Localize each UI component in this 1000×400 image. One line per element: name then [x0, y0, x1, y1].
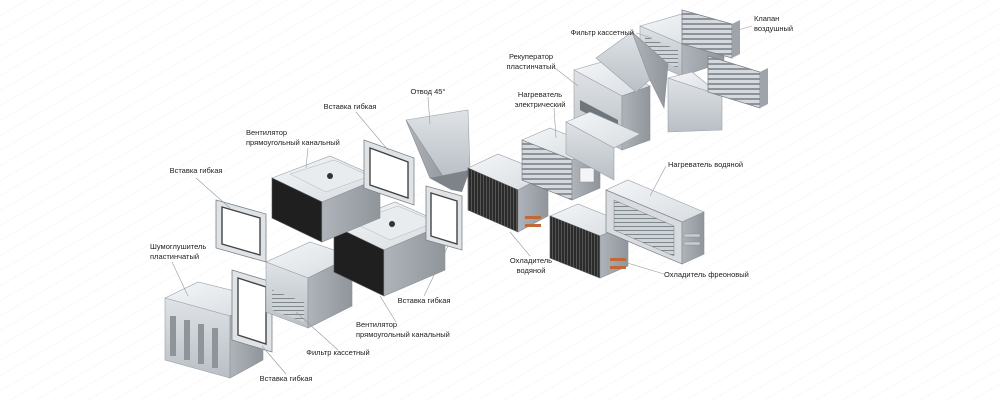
label-duct-fan-top-line2: прямоугольный канальный — [246, 137, 340, 147]
duct-fan-bottom — [333, 201, 446, 297]
air-damper-lower — [707, 55, 768, 109]
label-duct-fan-top: Вентилятор прямоугольный канальный — [246, 128, 340, 147]
cassette-filter-bottom — [265, 241, 353, 329]
label-plate-recuperator-line2: пластинчатый — [506, 61, 556, 71]
label-duct-fan-bottom: Вентилятор прямоугольный канальный — [356, 320, 450, 339]
elbow-45 — [405, 109, 471, 192]
duct-fan-top — [271, 155, 381, 243]
label-plate-recuperator-line1: Рекуператор — [508, 52, 554, 61]
plate-recuperator — [565, 61, 651, 181]
label-electric-heater: Нагреватель электрический — [504, 90, 576, 109]
label-flex-insert-left: Вставка гибкая — [169, 166, 223, 175]
transition-piece-top — [595, 31, 669, 110]
label-silencer-line1: Шумоглушитель — [150, 242, 207, 251]
label-silencer: Шумоглушитель пластинчатый — [150, 242, 206, 261]
flex-insert-bottom — [231, 269, 273, 353]
label-freon-cooler: Охладитель фреоновый — [664, 270, 749, 279]
label-water-cooler: Охладитель водяной — [498, 256, 564, 275]
flex-insert-top — [363, 139, 415, 206]
label-cassette-filter-bottom: Фильтр кассетный — [306, 348, 370, 357]
air-damper-upper — [681, 9, 740, 59]
label-flex-insert-mid: Вставка гибкая — [397, 296, 451, 305]
label-water-cooler-line1: Охладитель — [509, 256, 553, 265]
label-elbow-45: Отвод 45° — [410, 87, 446, 96]
label-flex-insert-bottom: Вставка гибкая — [259, 374, 313, 383]
flex-insert-left — [215, 199, 267, 263]
leader-lines — [171, 25, 753, 375]
label-duct-fan-bottom-line1: Вентилятор — [356, 320, 398, 329]
flex-insert-mid — [425, 185, 463, 251]
label-water-heater: Нагреватель водяной — [668, 160, 744, 169]
label-duct-fan-bottom-line2: прямоугольный канальный — [356, 329, 450, 339]
label-silencer-line2: пластинчатый — [150, 251, 200, 261]
label-flex-insert-top: Вставка гибкая — [323, 102, 377, 111]
water-heater — [605, 179, 705, 265]
label-plate-recuperator: Рекуператор пластинчатый — [496, 52, 566, 71]
label-electric-heater-line1: Нагреватель — [517, 90, 563, 99]
label-cassette-filter-top: Фильтр кассетный — [570, 28, 634, 37]
label-duct-fan-top-line1: Вентилятор — [246, 128, 288, 137]
label-air-damper: Клапан воздушный — [754, 14, 793, 33]
label-electric-heater-line2: электрический — [514, 99, 566, 109]
label-air-damper-line1: Клапан — [754, 14, 780, 23]
label-air-damper-line2: воздушный — [754, 23, 794, 33]
label-water-cooler-line2: водяной — [516, 265, 546, 275]
